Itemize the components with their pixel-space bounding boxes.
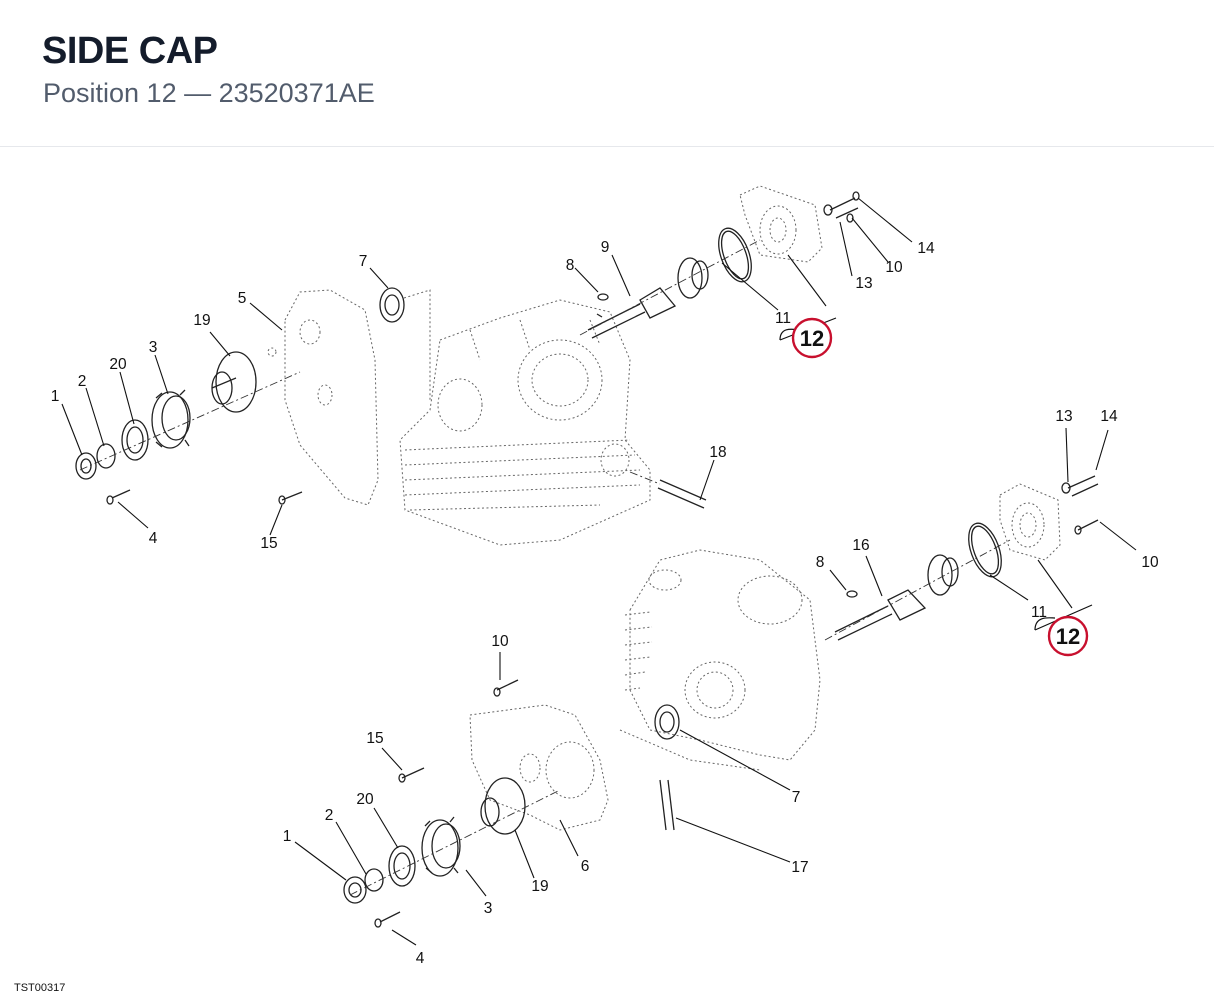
- upper-shaft: [579, 239, 761, 339]
- lower-leader-lines: [294, 427, 1137, 946]
- label-lower-4: 4: [416, 950, 425, 967]
- page-subtitle: Position 12 — 23520371AE: [43, 78, 375, 108]
- lower-stud: [659, 779, 675, 831]
- upper-side-cap: [739, 185, 823, 263]
- callout-12-upper: 12: [791, 317, 833, 359]
- label-lower-13: 13: [1055, 408, 1072, 425]
- label-lower-3: 3: [484, 900, 493, 917]
- label-lower-1: 1: [283, 828, 292, 845]
- label-upper-18: 18: [709, 444, 726, 461]
- upper-leader-lines: [61, 197, 913, 536]
- label-lower-17: 17: [791, 859, 808, 876]
- label-lower-19: 19: [531, 878, 548, 895]
- upper-cylinder-head: [399, 299, 651, 546]
- label-upper-15: 15: [260, 535, 277, 552]
- label-lower-16: 16: [852, 537, 869, 554]
- label-upper-8: 8: [566, 257, 575, 274]
- label-lower-6: 6: [581, 858, 590, 875]
- lower-cylinder-head: [619, 549, 821, 771]
- label-upper-1: 1: [51, 388, 60, 405]
- label-lower-2: 2: [325, 807, 334, 824]
- label-lower-11: 11: [1031, 604, 1047, 621]
- lower-o-ring: [968, 522, 1002, 578]
- header: SIDE CAP Position 12 — 23520371AE: [0, 0, 1214, 147]
- lower-gear-stack: [343, 679, 561, 928]
- lower-oil-seal: [654, 704, 680, 740]
- label-lower-20: 20: [356, 791, 374, 808]
- label-upper-4: 4: [149, 530, 158, 547]
- label-lower-14: 14: [1100, 408, 1118, 425]
- label-upper-9: 9: [601, 239, 610, 256]
- label-upper-3: 3: [149, 339, 158, 356]
- callout-12-upper-text: 12: [800, 326, 824, 351]
- exploded-parts-diagram: .part { fill: none; stroke: #222; stroke…: [51, 185, 1159, 967]
- lower-shaft: [824, 539, 1011, 641]
- label-upper-11: 11: [775, 310, 791, 327]
- upper-part-labels: 1 2 20 3 19 5 7 4 15 8 9 11 13 10 14 18: [51, 239, 935, 552]
- highlight-circle: [791, 317, 833, 359]
- label-lower-8: 8: [816, 554, 825, 571]
- label-upper-7: 7: [359, 253, 368, 270]
- lower-side-cap: [999, 483, 1061, 561]
- lower-timing-cover: [469, 704, 609, 831]
- page-title: SIDE CAP: [42, 30, 218, 72]
- upper-o-ring: [718, 227, 752, 283]
- label-upper-13: 13: [855, 275, 872, 292]
- label-upper-19: 19: [193, 312, 210, 329]
- label-lower-10b: 10: [491, 633, 509, 650]
- label-lower-10: 10: [1141, 554, 1159, 571]
- callout-12-lower-text: 12: [1056, 624, 1080, 649]
- reference-code: TST00317: [14, 982, 66, 994]
- label-upper-10: 10: [885, 259, 903, 276]
- lower-part-labels: 13 14 10 8 16 11 10 15 7 2 20 1 19 6 3 1…: [283, 408, 1159, 967]
- callout-12-lower: 12: [1047, 615, 1089, 657]
- upper-stud: [657, 479, 707, 509]
- label-upper-20: 20: [109, 356, 127, 373]
- label-lower-15: 15: [366, 730, 383, 747]
- label-upper-14: 14: [917, 240, 935, 257]
- label-lower-7: 7: [792, 789, 801, 806]
- upper-gear-stack: [75, 351, 303, 505]
- label-upper-2: 2: [78, 373, 87, 390]
- label-upper-5: 5: [238, 290, 247, 307]
- upper-oil-seal: [379, 287, 405, 323]
- upper-bolts: [829, 197, 859, 219]
- lower-bolts: [1067, 475, 1099, 497]
- highlight-circle: [1047, 615, 1089, 657]
- upper-timing-cover: [267, 289, 379, 506]
